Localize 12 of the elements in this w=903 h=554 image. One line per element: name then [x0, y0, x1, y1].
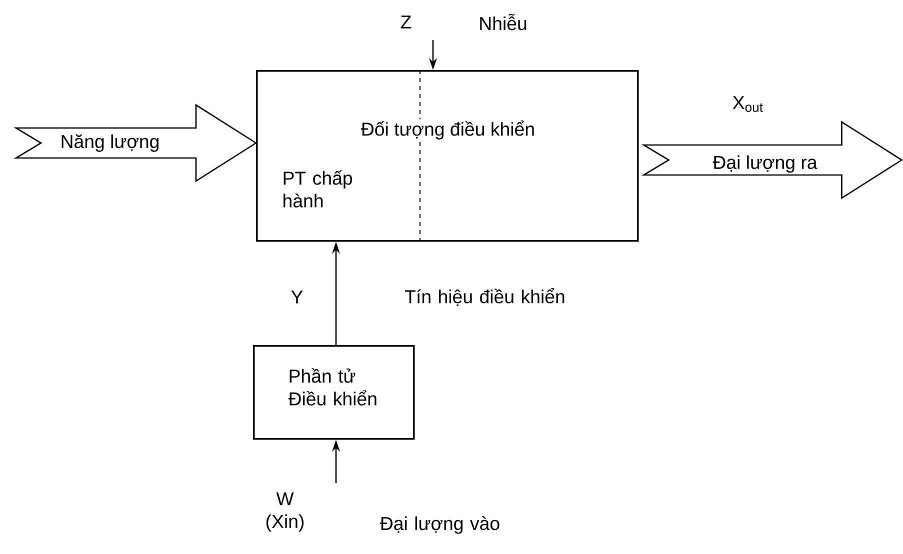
- signal-label: Y: [291, 290, 303, 304]
- signal-label: X$_{out}$: [732, 96, 763, 112]
- edge-label: Năng lượng: [62, 134, 158, 152]
- process-box: Phần tử Điều khiển: [253, 345, 415, 440]
- process-box: Đối tượng điều khiển PT chấp hành: [256, 70, 639, 242]
- edge-label: Đại lượng ra: [712, 155, 818, 173]
- signal-label: Z: [400, 16, 412, 28]
- signal-label: Đại lượng vào: [380, 516, 500, 534]
- signal-label: Tín hiệu điều khiển: [405, 288, 564, 306]
- signal-label: Nhiễu: [480, 14, 526, 30]
- signal-label: W (Xin): [266, 492, 304, 532]
- block-arrow: [641, 120, 903, 200]
